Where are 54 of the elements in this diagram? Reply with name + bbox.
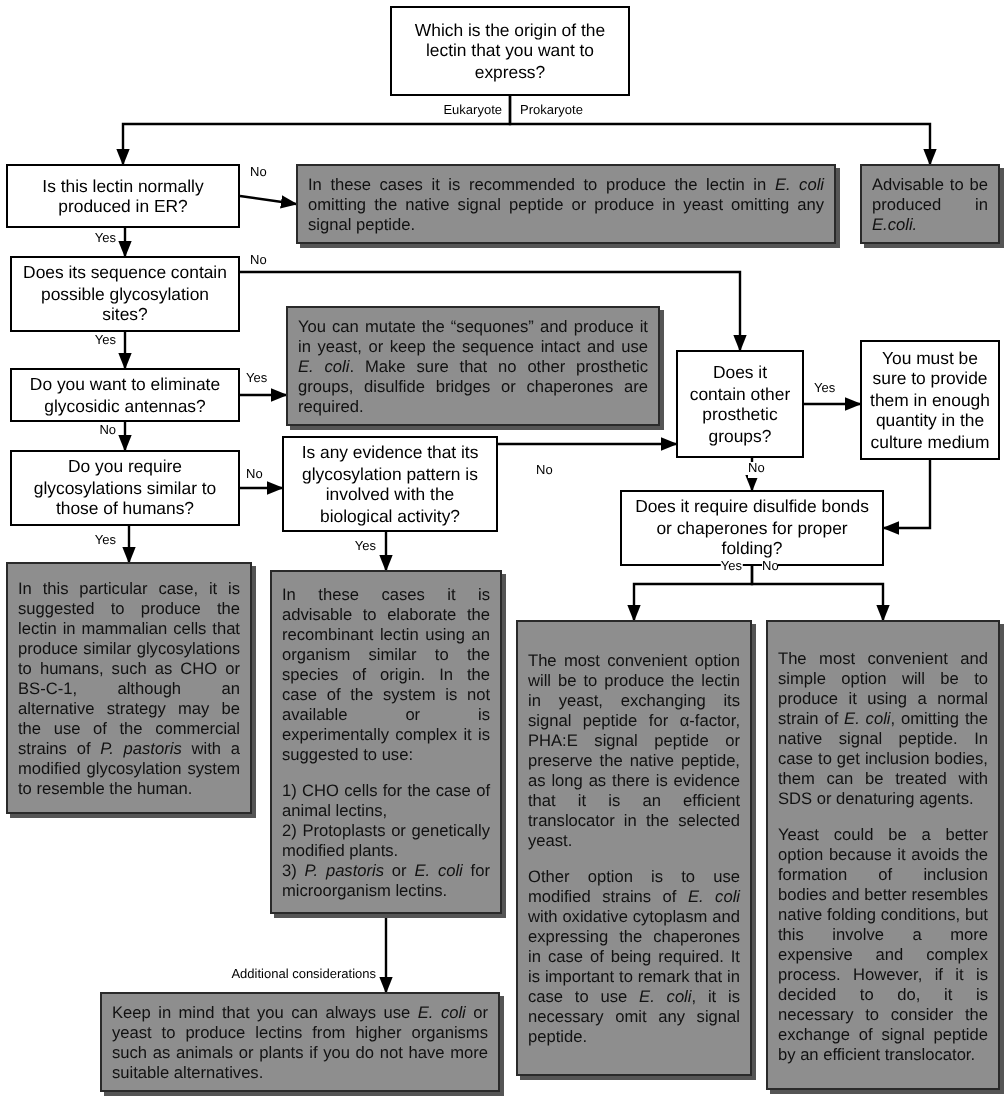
note-text: You can mutate the “sequones” and produce it in yeast, or keep the sequence intact and use E. coli. Make sure that no other prosthetic groups, disulfide bridges or chaperones are required.: [298, 316, 648, 416]
note-paragraph: 1) CHO cells for the case of animal lectins,: [282, 780, 490, 820]
question-text: Do you require glycosylations similar to those of humans?: [31, 456, 219, 520]
question-box: [10, 368, 240, 422]
arrow: [118, 228, 132, 258]
arrow: [745, 458, 759, 492]
arrow: [379, 914, 393, 994]
arrow: [240, 270, 747, 352]
note-box: [766, 620, 1000, 1090]
note-box: [860, 164, 1000, 244]
question-box: [6, 164, 240, 228]
arrow: [240, 481, 284, 495]
question-box: [10, 450, 240, 526]
note-text: Advisable to be produced in E.coli.: [872, 174, 988, 234]
note-box: [286, 306, 660, 426]
question-text: You must be sure to provide them in enough quantity in the culture medium: [870, 347, 990, 453]
note-box: [296, 164, 836, 244]
note-paragraph: 3) P. pastoris or E. coli for microorganism lectins.: [282, 860, 490, 900]
arrow: [882, 460, 932, 535]
arrow: [379, 532, 393, 572]
question-box: [620, 490, 884, 565]
question-text: Is this lectin normally produced in ER?: [40, 175, 206, 217]
question-text: Does its sequence contain possible glycosylation sites?: [21, 262, 229, 325]
arrow: [118, 332, 132, 370]
question-text: Does it require disulfide bonds or chaperones for proper folding?: [633, 496, 871, 559]
question-text: Do you want to eliminate glycosidic antennas?: [27, 374, 223, 416]
question-text: Which is the origin of the lectin that you want to express?: [412, 19, 608, 83]
question-box: [390, 6, 630, 96]
note-text: In this particular case, it is suggested to produce the lectin in mammalian cells that produce similar glycosylations to humans, such as CHO or BS-C-1, although an alternative strategy may be the use of the commercial strains of P. pastoris with a modified glycosylation system to resemble the human.: [18, 578, 240, 798]
arrow: [239, 194, 298, 209]
question-text: Does it contain other prosthetic groups?: [687, 362, 793, 446]
note-text: In these cases it is advisable to elaborate the recombinant lectin using an organism similar to the species of origin. In the case of the system is not available or is experimentally complex it is suggested to use:: [282, 584, 490, 764]
arrow: [122, 526, 136, 564]
arrow: [750, 566, 890, 622]
arrow: [508, 96, 937, 166]
arrow: [118, 422, 132, 452]
note-text: In these cases it is recommended to produce the lectin in E. coli omitting the native signal peptide or produce in yeast omitting any signal peptide.: [308, 174, 824, 234]
question-text: Is any evidence that its glycosylation pattern is involved with the biological activity?: [299, 442, 481, 526]
arrow: [804, 397, 862, 411]
note-box: [6, 562, 252, 814]
note-box: [516, 620, 752, 1076]
question-box: [676, 350, 804, 458]
arrow: [240, 388, 288, 402]
note-text: Keep in mind that you can always use E. coli or yeast to produce lectins from higher organisms such as animals or plants if you do not have more suitable alternatives.: [112, 1002, 488, 1082]
note-paragraph: Yeast could be a better option because it avoids the formation of inclusion bodies and better resembles native folding conditions, but this involve a more expensive and complex process. However, if it is decided to do, it is necessary to consider the exchange of signal peptide by an efficient translocator.: [778, 823, 988, 1063]
question-box: [282, 436, 498, 532]
note-text: The most convenient and simple option will be to produce it using a normal strain of E. coli, omitting the native signal peptide. In case to get inclusion bodies, them can be treated with SDS or denaturing agents.: [778, 647, 988, 807]
note-box: [270, 570, 502, 914]
note-text: The most convenient option will be to produce the lectin in yeast, exchanging its signal peptide for α-factor, PHA:E signal peptide or preserve the native peptide, as long as there is evidence that it is an efficient translocator in the selected yeast.: [528, 650, 740, 850]
arrow: [498, 437, 678, 451]
note-box: [100, 992, 500, 1092]
note-paragraph: 2) Protoplasts or genetically modified plants.: [282, 820, 490, 860]
question-box: [10, 256, 240, 331]
note-paragraph: Other option is to use modified strains of E. coli with oxidative cytoplasm and expressing the chaperones in case of being required. It is important to remark that in case to use E. coli, it is necessary omit any signal peptide.: [528, 866, 740, 1046]
